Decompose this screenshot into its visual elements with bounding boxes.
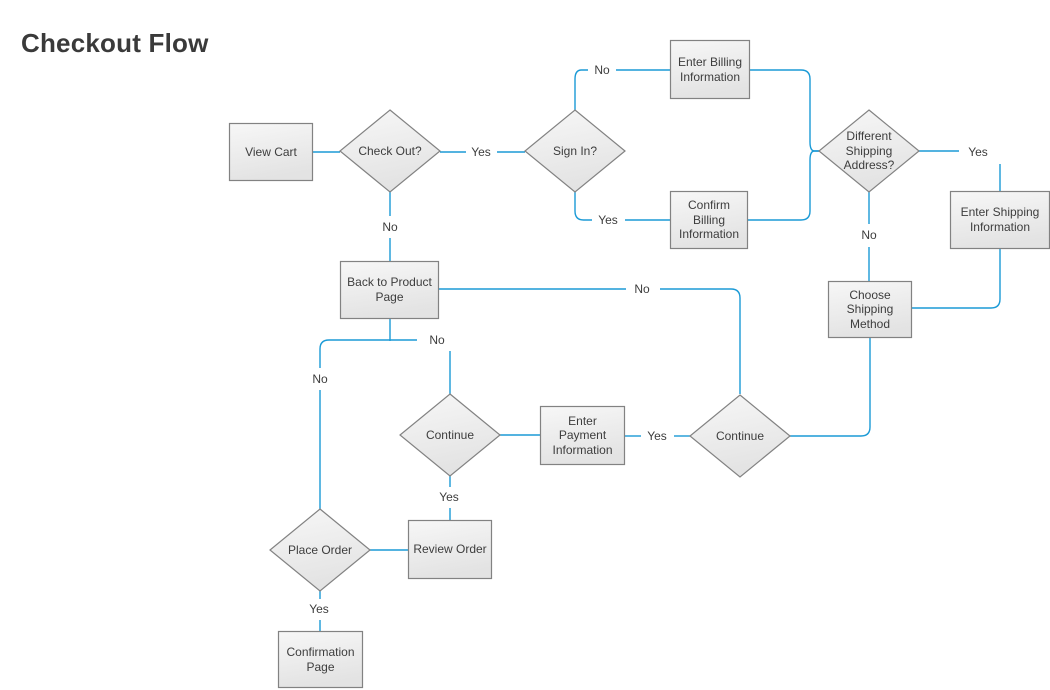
node-choose-shipping-method-label: Choose Shipping Method — [846, 287, 894, 331]
node-confirmation-page-label: Confirmation Page — [286, 644, 355, 674]
edge-label-yes-diff-shipping: Yes — [965, 145, 991, 159]
edge-sign-in-yes-to-confirm-billing-a — [574, 192, 592, 221]
node-different-shipping-address-shape — [818, 109, 920, 193]
node-confirm-billing-information-shape — [669, 190, 749, 250]
node-enter-payment-information-shape — [539, 405, 626, 466]
edge-label-yes-place-order: Yes — [306, 602, 332, 616]
node-different-shipping-address-label: Different Shipping Address? — [843, 129, 895, 173]
edge-label-no-diff-shipping: No — [858, 228, 880, 242]
node-back-to-product-page-shape — [339, 260, 440, 320]
node-view-cart-label: View Cart — [245, 144, 297, 159]
edge-enter-billing-to-different-shipping — [750, 69, 819, 152]
edge-sign-in-no-to-enter-billing-a — [574, 69, 588, 110]
node-check-out-shape — [339, 109, 441, 193]
node-continue-payment-shape — [399, 393, 501, 477]
node-enter-billing-information-shape — [669, 39, 751, 100]
edge-label-no-place-order: No — [309, 372, 331, 386]
edge-confirm-billing-to-different-shipping — [748, 150, 819, 221]
edge-label-yes-checkout: Yes — [468, 145, 494, 159]
edge-enter-shipping-to-choose-shipping — [912, 249, 1001, 309]
node-confirm-billing-information-label: Confirm Billing Information — [678, 198, 740, 242]
edge-label-no-signin: No — [591, 63, 613, 77]
edge-place-order-no-to-back-to-product-b — [319, 339, 390, 368]
node-confirmation-page-shape — [277, 630, 364, 689]
node-continue-payment-label: Continue — [425, 427, 475, 442]
edge-label-no-continue-payment: No — [426, 333, 448, 347]
node-enter-billing-information-label: Enter Billing Information — [677, 54, 743, 84]
node-check-out-label: Check Out? — [358, 143, 422, 158]
node-continue-shipping-shape — [689, 394, 791, 478]
node-review-order-shape — [407, 519, 493, 580]
edge-label-yes-signin: Yes — [595, 213, 621, 227]
edge-label-no-checkout: No — [379, 220, 401, 234]
node-enter-payment-information-label: Enter Payment Information — [552, 413, 613, 457]
node-sign-in-shape — [524, 109, 626, 193]
edge-label-no-continue-shipping: No — [631, 282, 653, 296]
node-enter-shipping-information-shape — [949, 190, 1050, 250]
edge-label-yes-continue-payment: Yes — [436, 490, 462, 504]
node-back-to-product-page-label: Back to Product Page — [347, 275, 432, 304]
node-place-order-label: Place Order — [287, 542, 353, 557]
node-choose-shipping-method-shape — [827, 280, 913, 339]
node-review-order-label: Review Order — [413, 542, 487, 557]
node-continue-shipping-label: Continue — [715, 428, 765, 443]
edge-continue-shipping-no-to-back-to-product-a — [660, 288, 741, 394]
node-enter-shipping-information-label: Enter Shipping Information — [960, 205, 1040, 234]
page-title: Checkout Flow — [21, 28, 209, 59]
edge-label-yes-continue-shipping: Yes — [644, 429, 670, 443]
node-sign-in-label: Sign In? — [552, 143, 598, 158]
edge-choose-shipping-to-continue-shipping — [790, 338, 871, 437]
node-view-cart-shape — [228, 122, 314, 182]
node-place-order-shape — [269, 508, 371, 592]
